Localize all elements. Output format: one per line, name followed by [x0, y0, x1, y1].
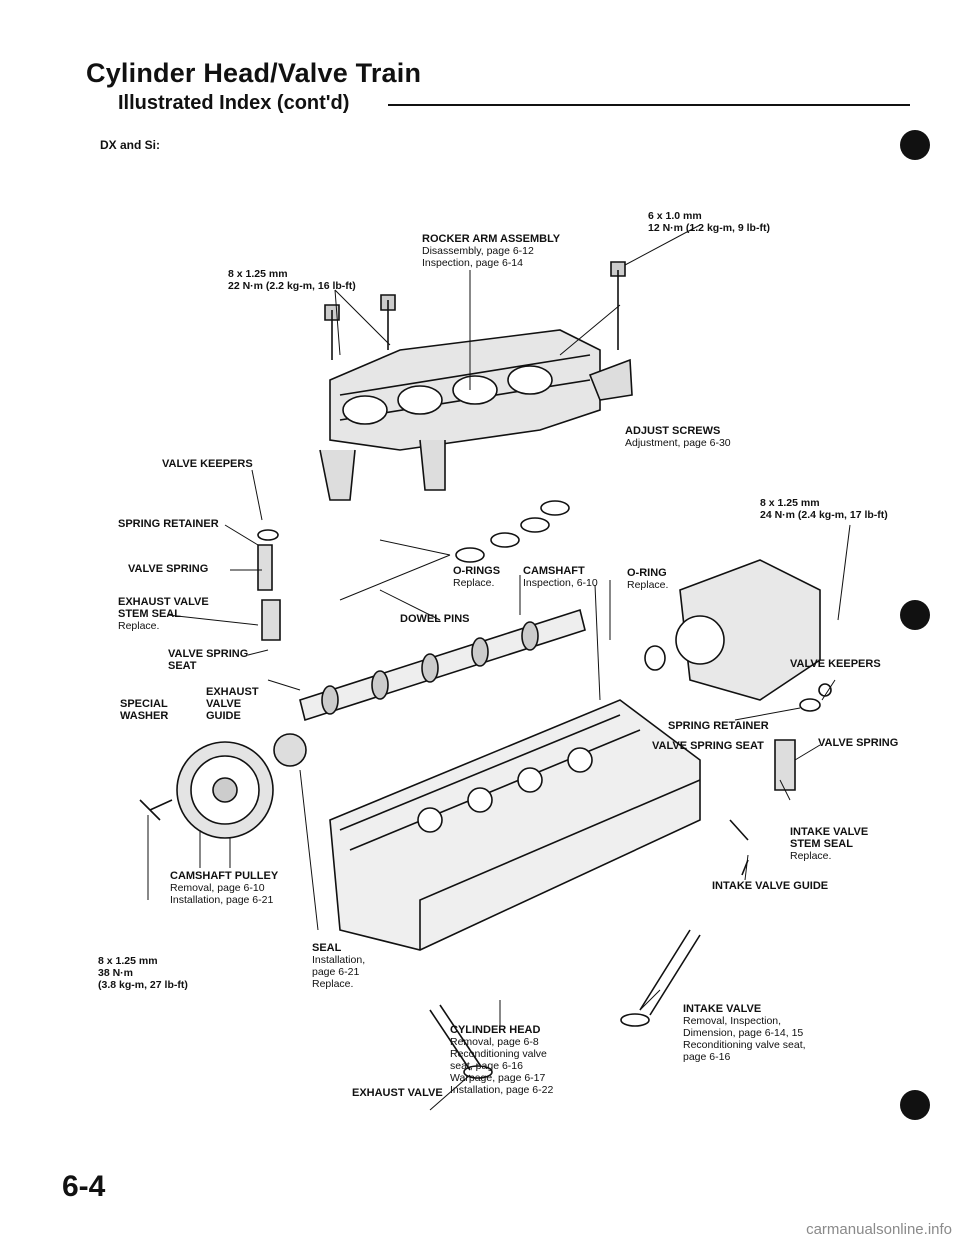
label-camshaft-pulley: CAMSHAFT PULLEY Removal, page 6-10 Insta…	[170, 870, 278, 906]
label-valve-spring-seat-left: VALVE SPRING SEAT	[168, 648, 248, 672]
label-line: Replace.	[790, 850, 832, 862]
label-line: Replace.	[627, 579, 669, 591]
label-camshaft: CAMSHAFT Inspection, 6-10	[523, 565, 598, 589]
label-title: ROCKER ARM ASSEMBLY	[422, 233, 561, 245]
label-title: EXHAUST VALVE	[352, 1087, 443, 1099]
label-title: INTAKE VALVE	[683, 1003, 762, 1015]
label-title: O-RINGS	[453, 565, 501, 577]
label-spring-retainer-right: SPRING RETAINER	[668, 720, 769, 732]
label-torque: (3.8 kg-m, 27 lb-ft)	[98, 979, 188, 991]
label-title: EXHAUST	[206, 686, 259, 698]
label-line: Inspection, page 6-14	[422, 257, 523, 269]
label-line: Warpage, page 6-17	[450, 1072, 546, 1084]
label-title: ADJUST SCREWS	[625, 425, 721, 437]
variant-label: DX and Si:	[100, 138, 161, 152]
label-line: Inspection, 6-10	[523, 577, 598, 589]
label-rocker-arm-assembly: ROCKER ARM ASSEMBLY Disassembly, page 6-…	[422, 233, 560, 269]
label-valve-spring-left: VALVE SPRING	[128, 563, 208, 575]
title-rule	[388, 104, 910, 106]
label-intake-valve: INTAKE VALVE Removal, Inspection, Dimens…	[683, 1003, 806, 1063]
label-line: Disassembly, page 6-12	[422, 245, 534, 257]
label-line: Replace.	[312, 978, 354, 990]
label-title: INTAKE VALVE	[790, 826, 869, 838]
label-line: Removal, page 6-10	[170, 882, 265, 894]
label-cylinder-head: CYLINDER HEAD Removal, page 6-8 Recondit…	[450, 1024, 553, 1096]
label-valve-spring-seat-right: VALVE SPRING SEAT	[652, 740, 764, 752]
page-number: 6-4	[62, 1170, 106, 1203]
label-seal: SEAL Installation, page 6-21 Replace.	[312, 942, 365, 990]
label-title: CAMSHAFT	[523, 565, 585, 577]
label-line: Installation, page 6-21	[170, 894, 274, 906]
label-title: VALVE	[206, 698, 242, 710]
label-bolt-8x1.25-right: 8 x 1.25 mm 24 N·m (2.4 kg-m, 17 lb-ft)	[760, 497, 888, 521]
label-title: O-RING	[627, 567, 667, 579]
tab-marker-dot	[900, 130, 930, 160]
label-title: CAMSHAFT PULLEY	[170, 870, 279, 882]
label-line: Removal, page 6-8	[450, 1036, 539, 1048]
label-torque: 12 N·m (1.2 kg-m, 9 lb-ft)	[648, 222, 770, 234]
label-title: EXHAUST VALVE	[118, 596, 209, 608]
label-line: page 6-21	[312, 966, 360, 978]
label-bolt-6x1.0: 6 x 1.0 mm 12 N·m (1.2 kg-m, 9 lb-ft)	[648, 210, 770, 234]
label-line: Removal, Inspection,	[683, 1015, 782, 1027]
label-o-rings: O-RINGS Replace.	[453, 565, 500, 589]
page-subtitle: Illustrated Index (cont'd)	[118, 92, 350, 114]
label-special-washer: SPECIAL WASHER	[120, 698, 168, 722]
watermark: carmanualsonline.info	[806, 1221, 952, 1238]
label-size: 8 x 1.25 mm	[760, 497, 820, 509]
label-title: VALVE SPRING SEAT	[652, 740, 764, 752]
label-line: Reconditioning valve seat,	[683, 1039, 806, 1051]
label-title: VALVE KEEPERS	[162, 458, 253, 470]
label-title: SEAL	[312, 942, 342, 954]
label-line: Adjustment, page 6-30	[625, 437, 731, 449]
label-title: VALVE SPRING	[818, 737, 899, 749]
label-exhaust-valve-guide: EXHAUST VALVE GUIDE	[206, 686, 259, 722]
label-line: Reconditioning valve	[450, 1048, 547, 1060]
label-line: Dimension, page 6-14, 15	[683, 1027, 804, 1039]
tab-marker-dot	[900, 600, 930, 630]
label-line: Replace.	[453, 577, 495, 589]
label-bolt-8x1.25-bottom: 8 x 1.25 mm 38 N·m (3.8 kg-m, 27 lb-ft)	[98, 955, 188, 991]
label-line: page 6-16	[683, 1051, 731, 1063]
label-line: Installation, page 6-22	[450, 1084, 554, 1096]
label-line: Replace.	[118, 620, 160, 632]
label-exhaust-valve-stem-seal: EXHAUST VALVE STEM SEAL Replace.	[118, 596, 209, 632]
label-adjust-screws: ADJUST SCREWS Adjustment, page 6-30	[625, 425, 731, 449]
label-line: seat, page 6-16	[450, 1060, 523, 1072]
label-valve-keepers-right: VALVE KEEPERS	[790, 658, 881, 670]
label-title: VALVE SPRING	[168, 648, 249, 660]
label-torque: 22 N·m (2.2 kg-m, 16 lb-ft)	[228, 280, 356, 292]
label-title: VALVE KEEPERS	[790, 658, 881, 670]
label-torque: 38 N·m	[98, 967, 134, 979]
label-size: 8 x 1.25 mm	[98, 955, 158, 967]
label-title: WASHER	[120, 710, 169, 722]
label-size: 6 x 1.0 mm	[648, 210, 702, 222]
label-valve-keepers-left: VALVE KEEPERS	[162, 458, 253, 470]
label-valve-spring-right: VALVE SPRING	[818, 737, 898, 749]
label-title: INTAKE VALVE GUIDE	[712, 880, 829, 892]
label-torque: 24 N·m (2.4 kg-m, 17 lb-ft)	[760, 509, 888, 521]
label-intake-valve-stem-seal: INTAKE VALVE STEM SEAL Replace.	[790, 826, 868, 862]
label-title: SPRING RETAINER	[118, 518, 219, 530]
label-title: SPECIAL	[120, 698, 168, 710]
label-title: DOWEL PINS	[400, 613, 470, 625]
label-line: Installation,	[312, 954, 366, 966]
label-size: 8 x 1.25 mm	[228, 268, 288, 280]
page-title: Cylinder Head/Valve Train	[86, 58, 422, 88]
label-exhaust-valve: EXHAUST VALVE	[352, 1087, 443, 1099]
label-title: STEM SEAL	[118, 608, 181, 620]
label-intake-valve-guide: INTAKE VALVE GUIDE	[712, 880, 828, 892]
label-title: CYLINDER HEAD	[450, 1024, 541, 1036]
label-spring-retainer-left: SPRING RETAINER	[118, 518, 219, 530]
label-title: STEM SEAL	[790, 838, 853, 850]
tab-marker-dot	[900, 1090, 930, 1120]
label-title: SPRING RETAINER	[668, 720, 769, 732]
label-dowel-pins: DOWEL PINS	[400, 613, 469, 625]
label-title: GUIDE	[206, 710, 241, 722]
label-bolt-8x1.25-top: 8 x 1.25 mm 22 N·m (2.2 kg-m, 16 lb-ft)	[228, 268, 356, 292]
label-o-ring: O-RING Replace.	[627, 567, 668, 591]
label-title: SEAT	[168, 660, 197, 672]
label-title: VALVE SPRING	[128, 563, 209, 575]
